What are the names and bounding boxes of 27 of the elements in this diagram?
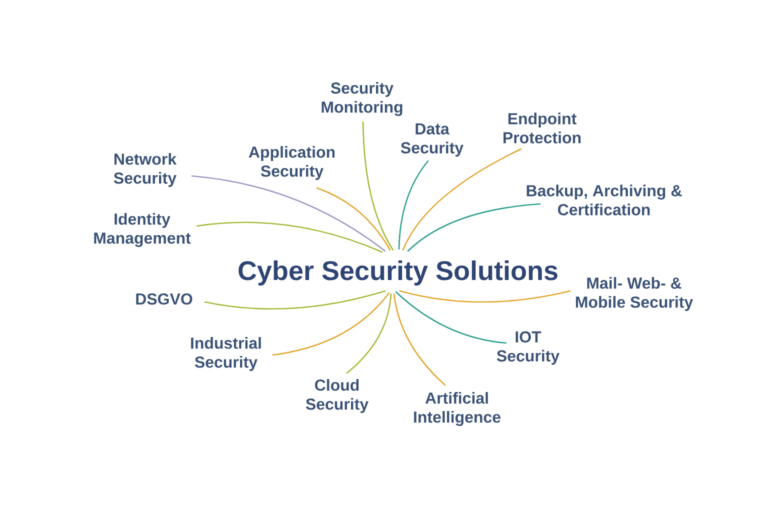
topic-label: Endpoint Protection	[504, 112, 581, 144]
curved-line	[402, 148, 522, 251]
curved-line	[393, 293, 446, 386]
curved-line	[362, 121, 394, 251]
topic-label: Artificial Intelligence	[414, 392, 500, 426]
topic-label: Security Monitoring	[322, 82, 402, 116]
curved-line	[398, 160, 429, 250]
center-title: Cyber Security Solutions	[238, 260, 558, 286]
curved-line	[316, 187, 391, 251]
curved-line	[272, 292, 390, 356]
topic-label: Mail- Web- & Mobile Security	[576, 277, 694, 311]
topic-label: Cloud Security	[306, 379, 368, 413]
topic-label: IOT Security	[496, 331, 560, 365]
curved-line	[395, 291, 507, 344]
curved-line	[204, 290, 386, 310]
topic-label: Industrial Security	[191, 337, 261, 371]
curved-line	[191, 175, 386, 252]
topic-label: Backup, Archiving & Certification	[526, 184, 682, 216]
topic-label: Data Security	[400, 123, 464, 157]
topic-label: DSGVO	[136, 293, 192, 305]
topic-label: Identity Management	[94, 213, 191, 247]
curved-line	[407, 203, 541, 252]
topic-label: Application Security	[248, 146, 335, 180]
curved-line	[196, 222, 383, 253]
curved-line	[346, 293, 392, 374]
curved-line	[399, 290, 571, 303]
topic-label: Network Security	[114, 153, 177, 187]
